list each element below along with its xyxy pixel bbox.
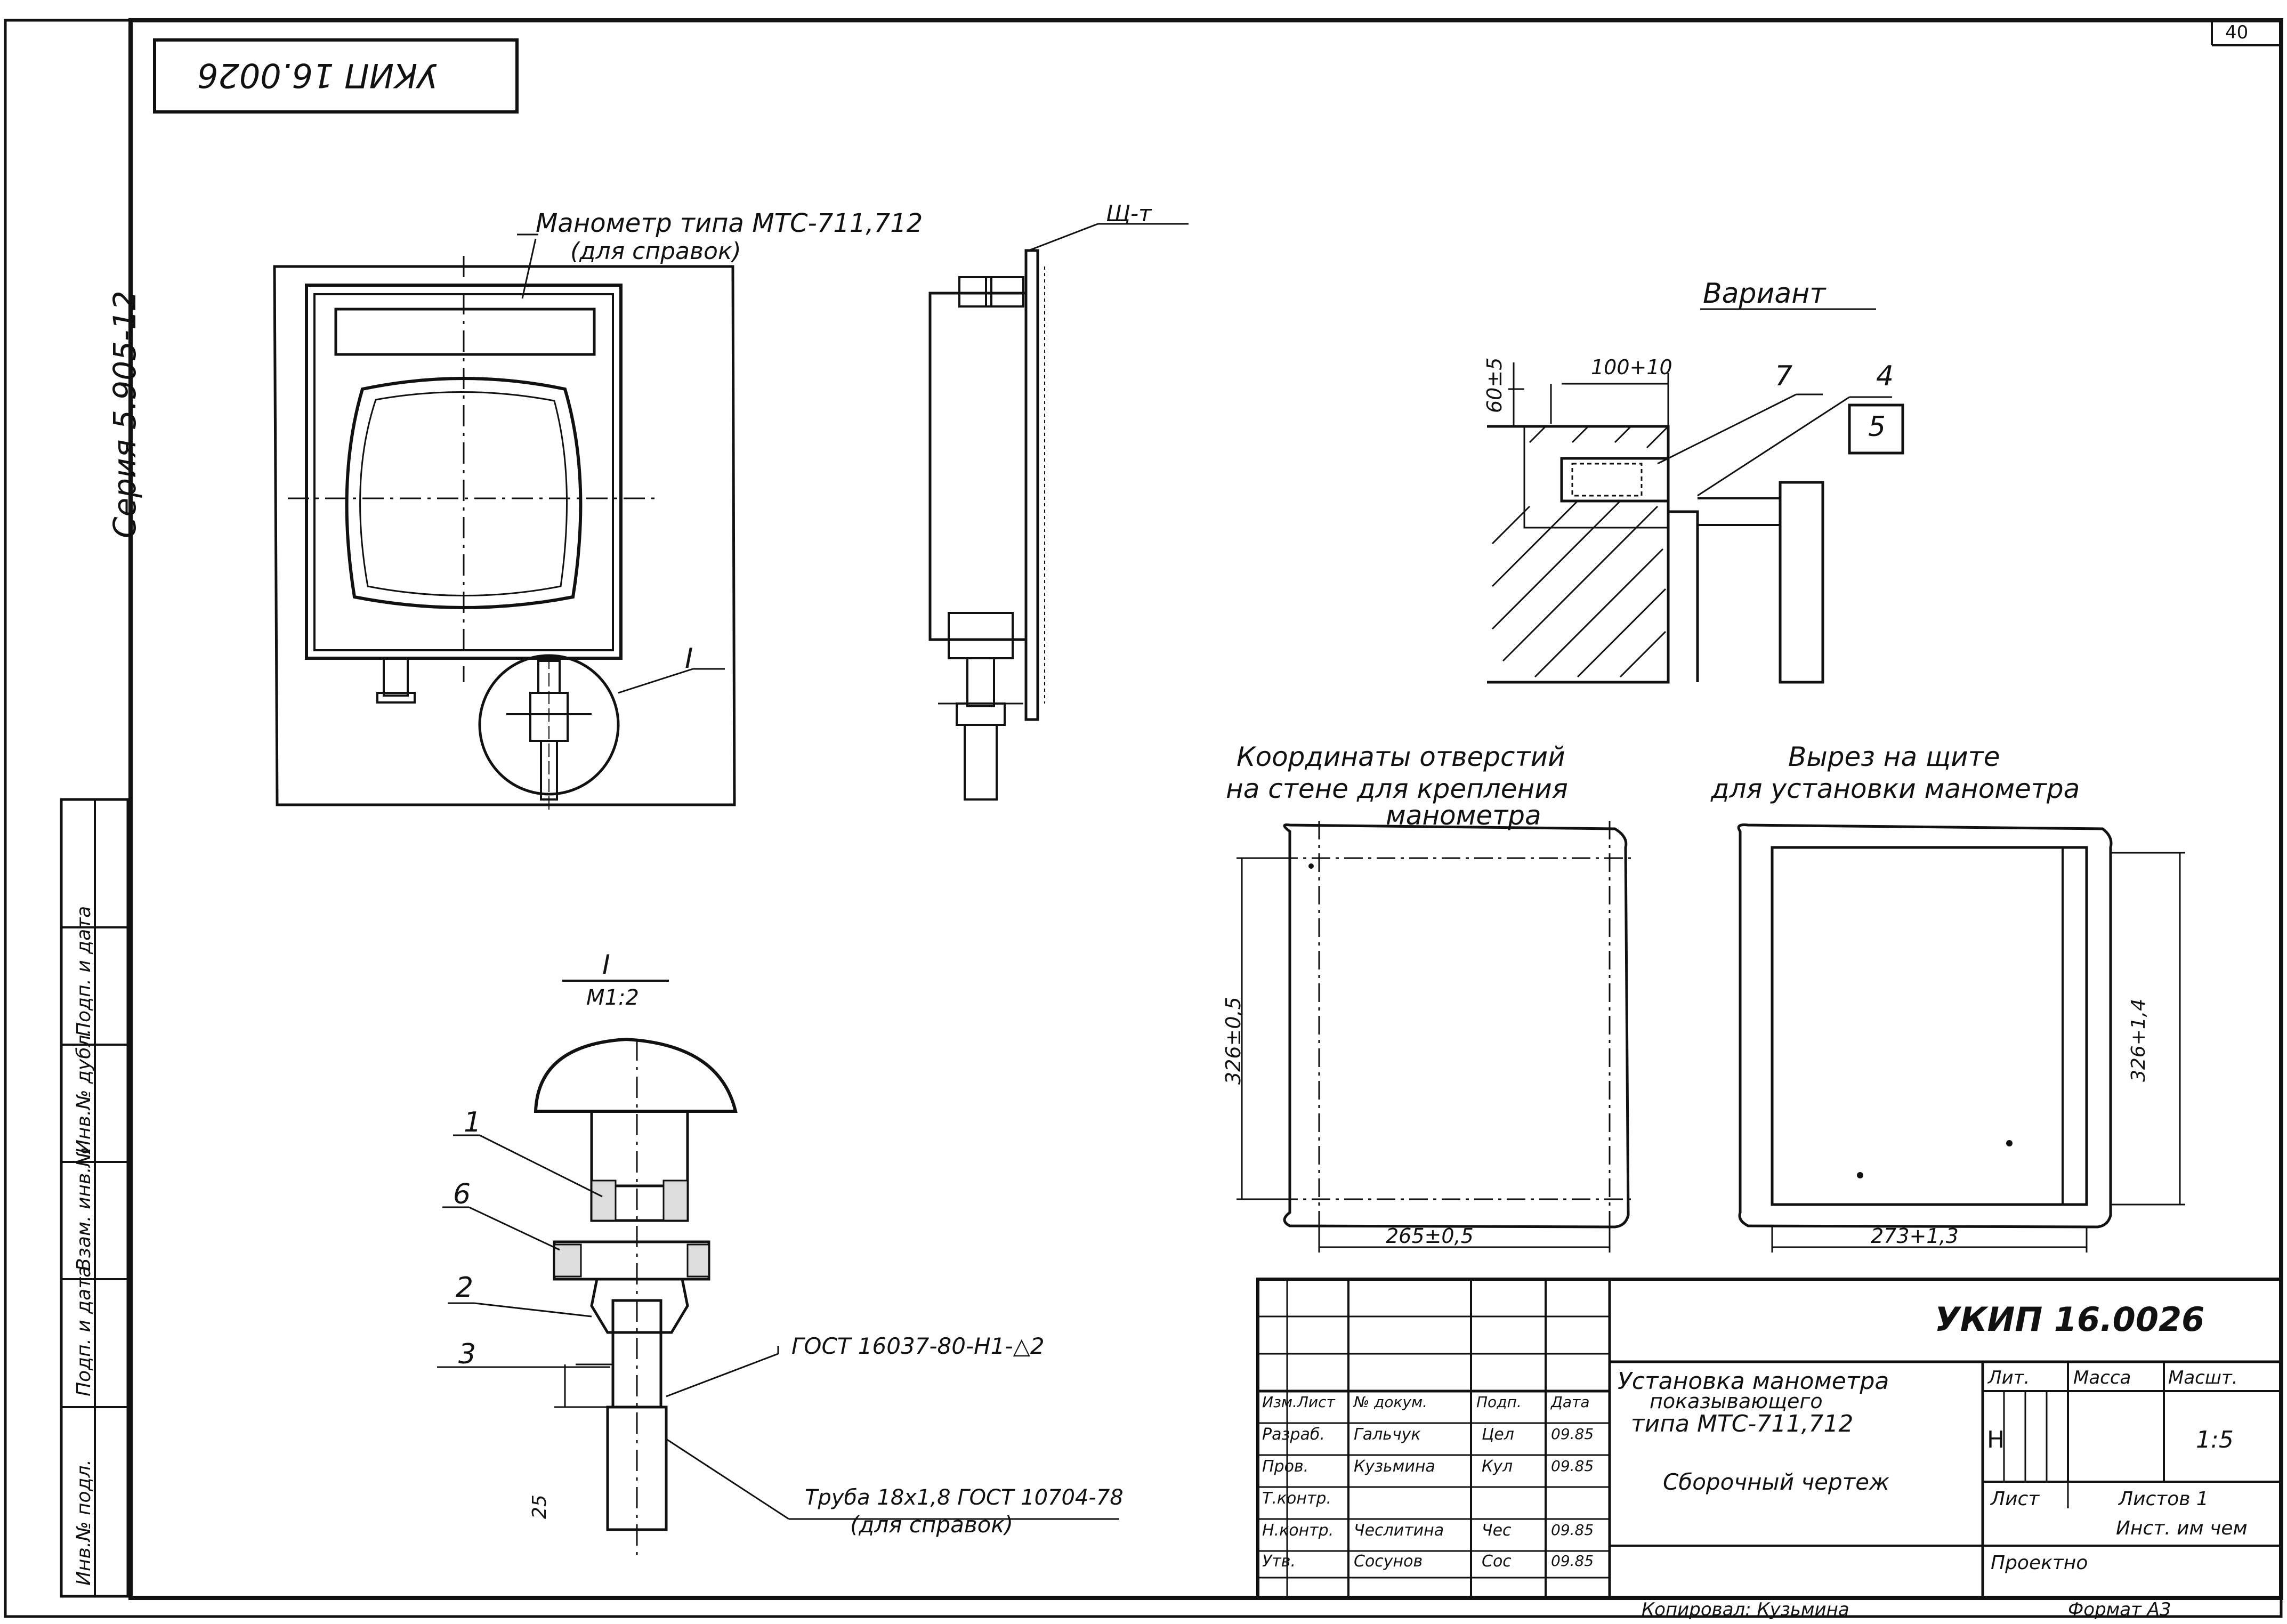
title-block-lines (1256, 1278, 2283, 1599)
title-block-lit-value: Н (1987, 1426, 2005, 1453)
side-section-label: Щ-т (1106, 200, 1152, 227)
manometer-front-view (273, 233, 736, 810)
tb-row-0-name: № докум. (1354, 1393, 1428, 1411)
tb-row-5-sign: Сос (1482, 1552, 1512, 1571)
title-block-org-2: Проектно (1991, 1552, 2088, 1574)
variant-dim-vertical: 60±5 (1483, 357, 1506, 413)
tb-row-1-sign: Цел (1482, 1425, 1514, 1444)
coordinates-dim-width: 265±0,5 (1386, 1224, 1474, 1248)
title-block-sheet-label: Лист (1991, 1488, 2040, 1510)
variant-pos-7: 7 (1775, 360, 1793, 392)
detail-pipe-note: Труба 18х1,8 ГОСТ 10704-78 (805, 1485, 1124, 1510)
coordinates-title-3: манометра (1386, 800, 1541, 831)
outer-frame (4, 19, 2283, 1618)
tb-row-4-date: 09.85 (1551, 1521, 1594, 1539)
title-block-col-lit: Лит. (1988, 1367, 2030, 1388)
title-block-col-scale: Масшт. (2168, 1367, 2238, 1388)
tb-row-2-date: 09.85 (1551, 1457, 1594, 1475)
top-stamp-text: УКИП 16.0026 (197, 56, 438, 95)
variant-dim-horizontal: 100+10 (1591, 355, 1672, 379)
top-stamp-box (153, 38, 519, 114)
title-block-title-3: типа МТС-711,712 (1631, 1410, 1854, 1437)
variant-title: Вариант (1703, 278, 1826, 310)
tb-row-1-role: Разраб. (1262, 1425, 1325, 1444)
title-block-doc-type: Сборочный чертеж (1663, 1469, 1889, 1495)
manometer-callout: Манометр типа МТС-711,712 (536, 208, 923, 238)
tb-row-1-name: Гальчук (1354, 1425, 1421, 1444)
tb-row-0-sign: Подп. (1476, 1393, 1522, 1411)
tb-row-0-role: Изм.Лист (1262, 1393, 1335, 1411)
tb-row-0-date: Дата (1551, 1393, 1590, 1411)
detail-pos-6: 6 (453, 1178, 471, 1210)
stamp-label-inv-orig: Инв.№ подл. (73, 1459, 95, 1586)
coordinates-drawing (1237, 821, 1631, 1253)
title-block-sheets-label: Листов 1 (2119, 1488, 2209, 1510)
variant-pos-4: 4 (1876, 360, 1894, 392)
tb-row-5-name: Сосунов (1354, 1552, 1423, 1571)
title-block-doc-code: УКИП 16.0026 (1935, 1300, 2205, 1339)
detail-pos-1: 1 (464, 1106, 482, 1138)
inner-frame (128, 18, 2283, 1600)
footer-format: Формат А3 (2068, 1599, 2171, 1620)
title-block-title-1: Установка манометра (1618, 1368, 1889, 1395)
detail-weld-note: ГОСТ 16037-80-Н1-△2 (791, 1333, 1045, 1359)
coordinates-title-1: Координаты отверстий (1237, 741, 1565, 772)
coordinates-dim-height: 326±0,5 (1222, 997, 1245, 1085)
cutout-dim-width: 273+1,3 (1871, 1224, 1959, 1248)
detail-pipe-sub: (для справок) (850, 1512, 1014, 1538)
manometer-callout-sub: (для справок) (570, 238, 741, 265)
left-stamp-column (60, 798, 130, 1598)
detail-pos-3: 3 (458, 1338, 476, 1370)
title-block-title-2: показывающего (1650, 1389, 1823, 1413)
tb-row-3-role: Т.контр. (1262, 1489, 1332, 1508)
cutout-title-1: Вырез на щите (1788, 741, 2000, 772)
tb-row-4-role: Н.контр. (1262, 1521, 1334, 1540)
variant-pos-5: 5 (1868, 411, 1886, 443)
footer-copied: Копировал: Кузьмина (1642, 1599, 1849, 1620)
tb-row-5-date: 09.85 (1551, 1552, 1594, 1570)
title-block-col-mass: Масса (2073, 1367, 2131, 1388)
title-block-scale-value: 1:5 (2196, 1426, 2234, 1453)
stamp-label-sign-date-2: Подп. и дата (73, 906, 95, 1037)
manometer-side-view (928, 223, 1189, 801)
cutout-title-2: для установки манометра (1711, 773, 2080, 804)
tb-row-1-date: 09.85 (1551, 1425, 1594, 1443)
stamp-label-sign-date-1: Подп. и дата (73, 1265, 95, 1396)
title-block-org-1: Инст. им чем (2116, 1517, 2248, 1539)
cutout-drawing (1737, 823, 2185, 1253)
cutout-dim-height: 326+1,4 (2128, 998, 2149, 1082)
tb-row-4-name: Чеслитина (1354, 1521, 1444, 1540)
detail-i-drawing (437, 980, 1119, 1556)
stamp-label-replace-inv: Взам. инв.№ (73, 1147, 95, 1271)
page-number: 40 (2225, 22, 2249, 43)
variant-section (1487, 308, 1904, 684)
detail-marker: I (685, 643, 693, 675)
tb-row-2-sign: Кул (1482, 1457, 1513, 1476)
stamp-label-dup-inv: Инв.№ дубл. (73, 1029, 95, 1154)
coordinates-title-2: на стене для крепления (1226, 773, 1568, 804)
detail-dim-small: 25 (529, 1494, 551, 1519)
tb-row-2-role: Пров. (1262, 1457, 1309, 1476)
detail-scale: М1:2 (586, 985, 639, 1010)
series-label: Серия 5.905-12 (107, 290, 143, 538)
tb-row-5-role: Утв. (1262, 1552, 1296, 1571)
tb-row-2-name: Кузьмина (1354, 1457, 1435, 1476)
detail-title: I (602, 949, 610, 980)
tb-row-4-sign: Чес (1482, 1521, 1512, 1540)
detail-pos-2: 2 (456, 1272, 474, 1304)
